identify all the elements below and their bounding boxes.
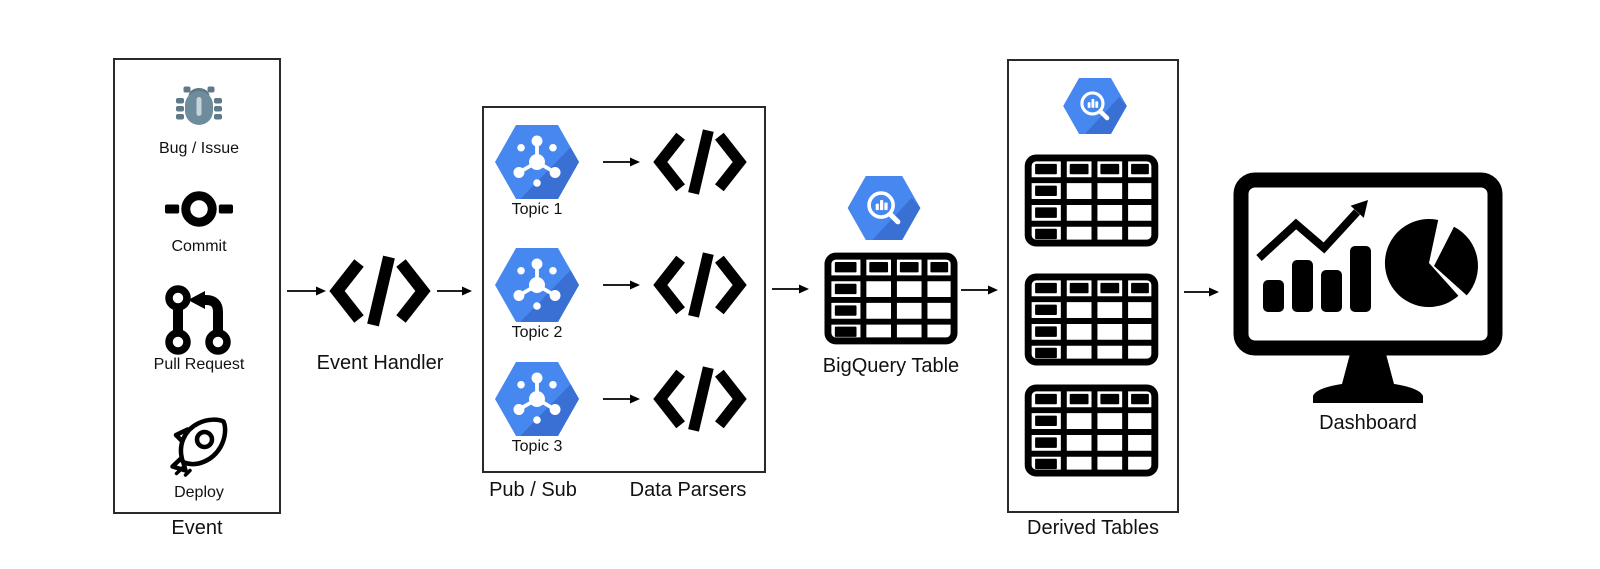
event-group-box: Bug / Issue Commit Pull Request	[113, 58, 281, 514]
derived-tables-label: Derived Tables	[1027, 517, 1159, 539]
pie-chart-icon	[1384, 219, 1478, 308]
pubsub-hexagon-icon	[495, 248, 579, 322]
table-grid-icon	[1024, 384, 1159, 477]
flow-arrow	[1184, 287, 1219, 297]
bigquery-table-label: BigQuery Table	[822, 355, 960, 377]
event-item-label: Pull Request	[153, 356, 245, 373]
git-pull-request-icon	[165, 285, 231, 355]
table-grid-icon	[1024, 273, 1159, 366]
table-grid-icon	[1024, 154, 1159, 247]
event-handler-label: Event Handler	[316, 352, 444, 374]
dashboard-monitor-icon	[1233, 172, 1503, 403]
bug-icon	[176, 86, 222, 125]
flow-arrow	[437, 286, 472, 296]
event-box-label: Event	[171, 517, 223, 539]
pubsub-hexagon-icon	[495, 362, 579, 436]
data-parsers-label: Data Parsers	[629, 479, 747, 501]
derived-tables-group-box	[1007, 59, 1179, 513]
topic-label: Topic 3	[511, 438, 563, 455]
pubsub-group-box: Topic 1 Topic 2 Topic 3	[482, 106, 766, 473]
flow-arrow	[603, 280, 640, 290]
event-item-label: Commit	[171, 238, 227, 255]
code-icon	[328, 252, 432, 330]
flow-arrow	[287, 286, 326, 296]
rocket-icon	[170, 417, 228, 477]
code-icon	[650, 126, 750, 198]
flow-arrow	[961, 285, 998, 295]
event-item-label: Bug / Issue	[158, 140, 240, 157]
topic-label: Topic 2	[511, 324, 563, 341]
code-icon	[650, 363, 750, 435]
table-grid-icon	[824, 252, 958, 345]
pubsub-box-label: Pub / Sub	[489, 479, 577, 501]
code-icon	[650, 249, 750, 321]
pubsub-hexagon-icon	[495, 125, 579, 199]
bigquery-hexagon-icon	[1063, 78, 1127, 134]
flow-arrow	[772, 284, 809, 294]
flow-arrow	[603, 157, 640, 167]
bar-chart-icon	[1256, 200, 1371, 312]
monitor-stand	[1313, 354, 1423, 403]
bigquery-hexagon-icon	[847, 176, 921, 240]
dashboard-label: Dashboard	[1319, 412, 1417, 434]
flow-arrow	[603, 394, 640, 404]
topic-label: Topic 1	[511, 201, 563, 218]
event-item-label: Deploy	[174, 484, 224, 501]
git-commit-icon	[165, 191, 233, 227]
